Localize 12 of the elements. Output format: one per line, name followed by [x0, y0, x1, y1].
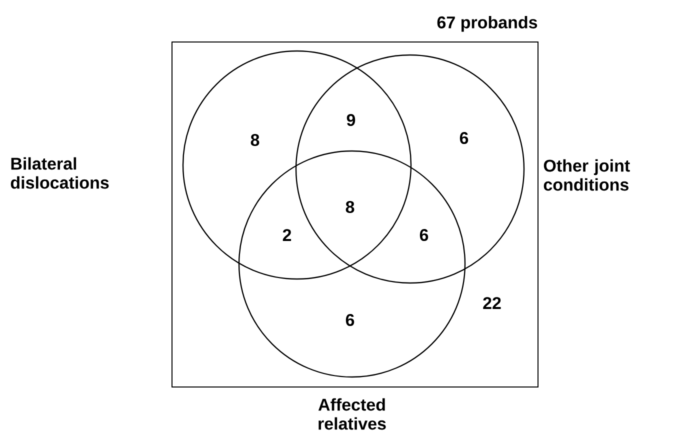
node-label: Affected relatives — [318, 398, 386, 430]
region-count: 6 — [346, 314, 354, 326]
region-count: 2 — [282, 229, 292, 241]
region-count: 6 — [420, 228, 428, 242]
region-count: 8 — [250, 134, 260, 146]
node-label: 67 probands — [437, 16, 538, 32]
node-label: Bilateral dislocations — [10, 157, 109, 189]
region-count: 6 — [460, 132, 468, 144]
node-label: Other joint conditions — [544, 159, 630, 191]
region-count: 8 — [346, 200, 354, 214]
region-count: 9 — [346, 114, 356, 126]
region-count: 22 — [483, 297, 501, 309]
